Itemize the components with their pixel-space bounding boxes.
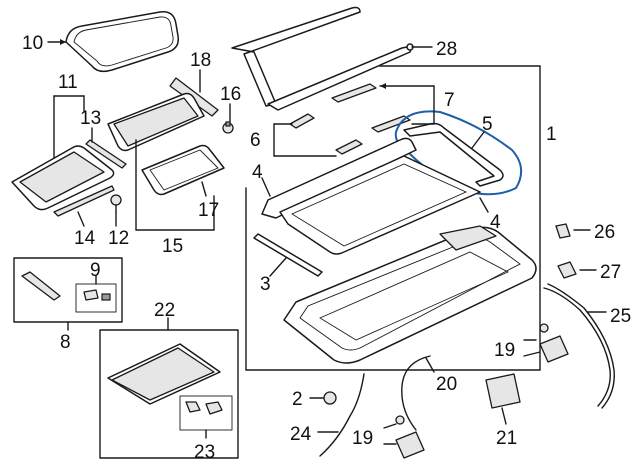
callout-13: 13 [80,108,101,129]
callout-21: 21 [496,428,517,449]
part-4-frame-seals[interactable] [261,137,481,255]
part-19-motor-lower[interactable] [395,415,425,459]
callout-15: 15 [162,236,183,257]
callout-4: 4 [252,162,263,183]
callout-19: 19 [494,340,515,361]
part-14-lower-strip[interactable] [53,185,115,217]
callout-5: 5 [482,114,493,135]
part-24-hose[interactable] [319,373,365,457]
part-13-seal-strip[interactable] [85,139,127,169]
part-2-grommet[interactable] [323,391,337,405]
callout-12: 12 [108,228,129,249]
part-5-highlighted-part[interactable] [394,110,523,196]
part-15-sunshade-frame[interactable] [107,92,225,196]
part-28-top-seal[interactable] [231,6,414,111]
callout-18: 18 [190,50,211,71]
callout-labels: 1 2 3 4 4 5 6 7 8 9 10 11 12 13 14 15 16… [22,33,631,463]
callout-16: 16 [220,84,241,105]
leader-lines [47,39,607,445]
callout-23: 23 [194,442,215,463]
callout-26: 26 [594,222,615,243]
part-6-guide-clips[interactable] [289,113,363,155]
callout-19: 19 [352,428,373,449]
part-1-sunroof-frame[interactable] [283,225,537,364]
callout-14: 14 [74,228,96,249]
callout-7: 7 [444,90,455,111]
callout-10: 10 [22,33,43,54]
box-8-parts [13,257,123,323]
callout-2: 2 [292,389,303,410]
callout-8: 8 [60,332,71,353]
part-21-control-module[interactable] [485,373,521,409]
callout-28: 28 [436,39,457,60]
part-19-motor-right[interactable] [539,323,569,363]
part-3-side-rail[interactable] [253,233,323,277]
callout-11: 11 [58,72,78,93]
callout-1: 1 [546,124,557,145]
part-16-clip[interactable] [222,121,234,134]
part-20-drive-cable[interactable] [401,355,431,431]
callout-22: 22 [154,300,175,321]
part-26-clip[interactable] [555,223,571,239]
callout-6: 6 [250,130,261,151]
callout-27: 27 [600,262,621,283]
part-10-glass-panel[interactable] [65,11,180,73]
callout-9: 9 [90,260,101,281]
callout-17: 17 [198,200,219,221]
box-22-sunshade [99,329,239,459]
part-7-brackets[interactable] [331,83,411,133]
part-12-screw[interactable] [110,194,122,213]
callout-3: 3 [260,274,271,295]
part-27-clip[interactable] [557,261,577,279]
part-25-drain-hose[interactable] [543,283,615,409]
callout-25: 25 [610,306,631,327]
callout-4: 4 [490,212,501,233]
callout-24: 24 [290,424,312,445]
part-11-glass-assembly[interactable] [11,145,115,211]
callout-20: 20 [436,374,457,395]
